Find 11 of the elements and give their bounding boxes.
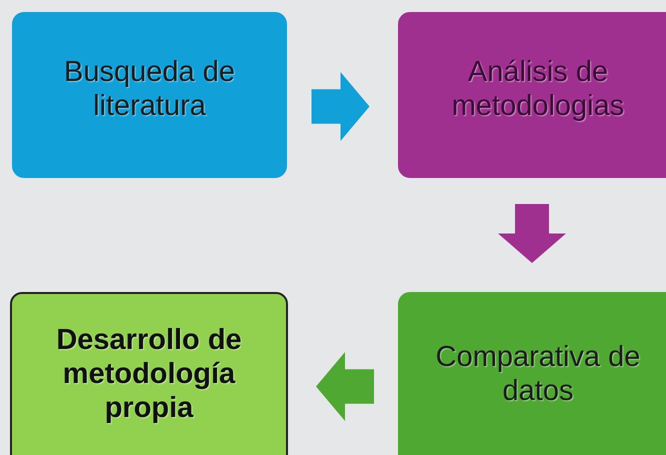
process-box: [10, 292, 288, 455]
box-label: Comparativa de datos: [434, 340, 642, 408]
block-arrow: [316, 352, 374, 421]
block-arrow: [312, 72, 370, 141]
process-box: [398, 12, 666, 178]
block-arrow: [498, 204, 566, 263]
box-label: Desarrollo de metodología propia: [55, 322, 243, 424]
box-label: Análisis de metodologias: [450, 55, 626, 123]
box-label: Busqueda de literatura: [63, 55, 236, 123]
process-box: [12, 12, 287, 178]
process-box: [398, 292, 666, 455]
